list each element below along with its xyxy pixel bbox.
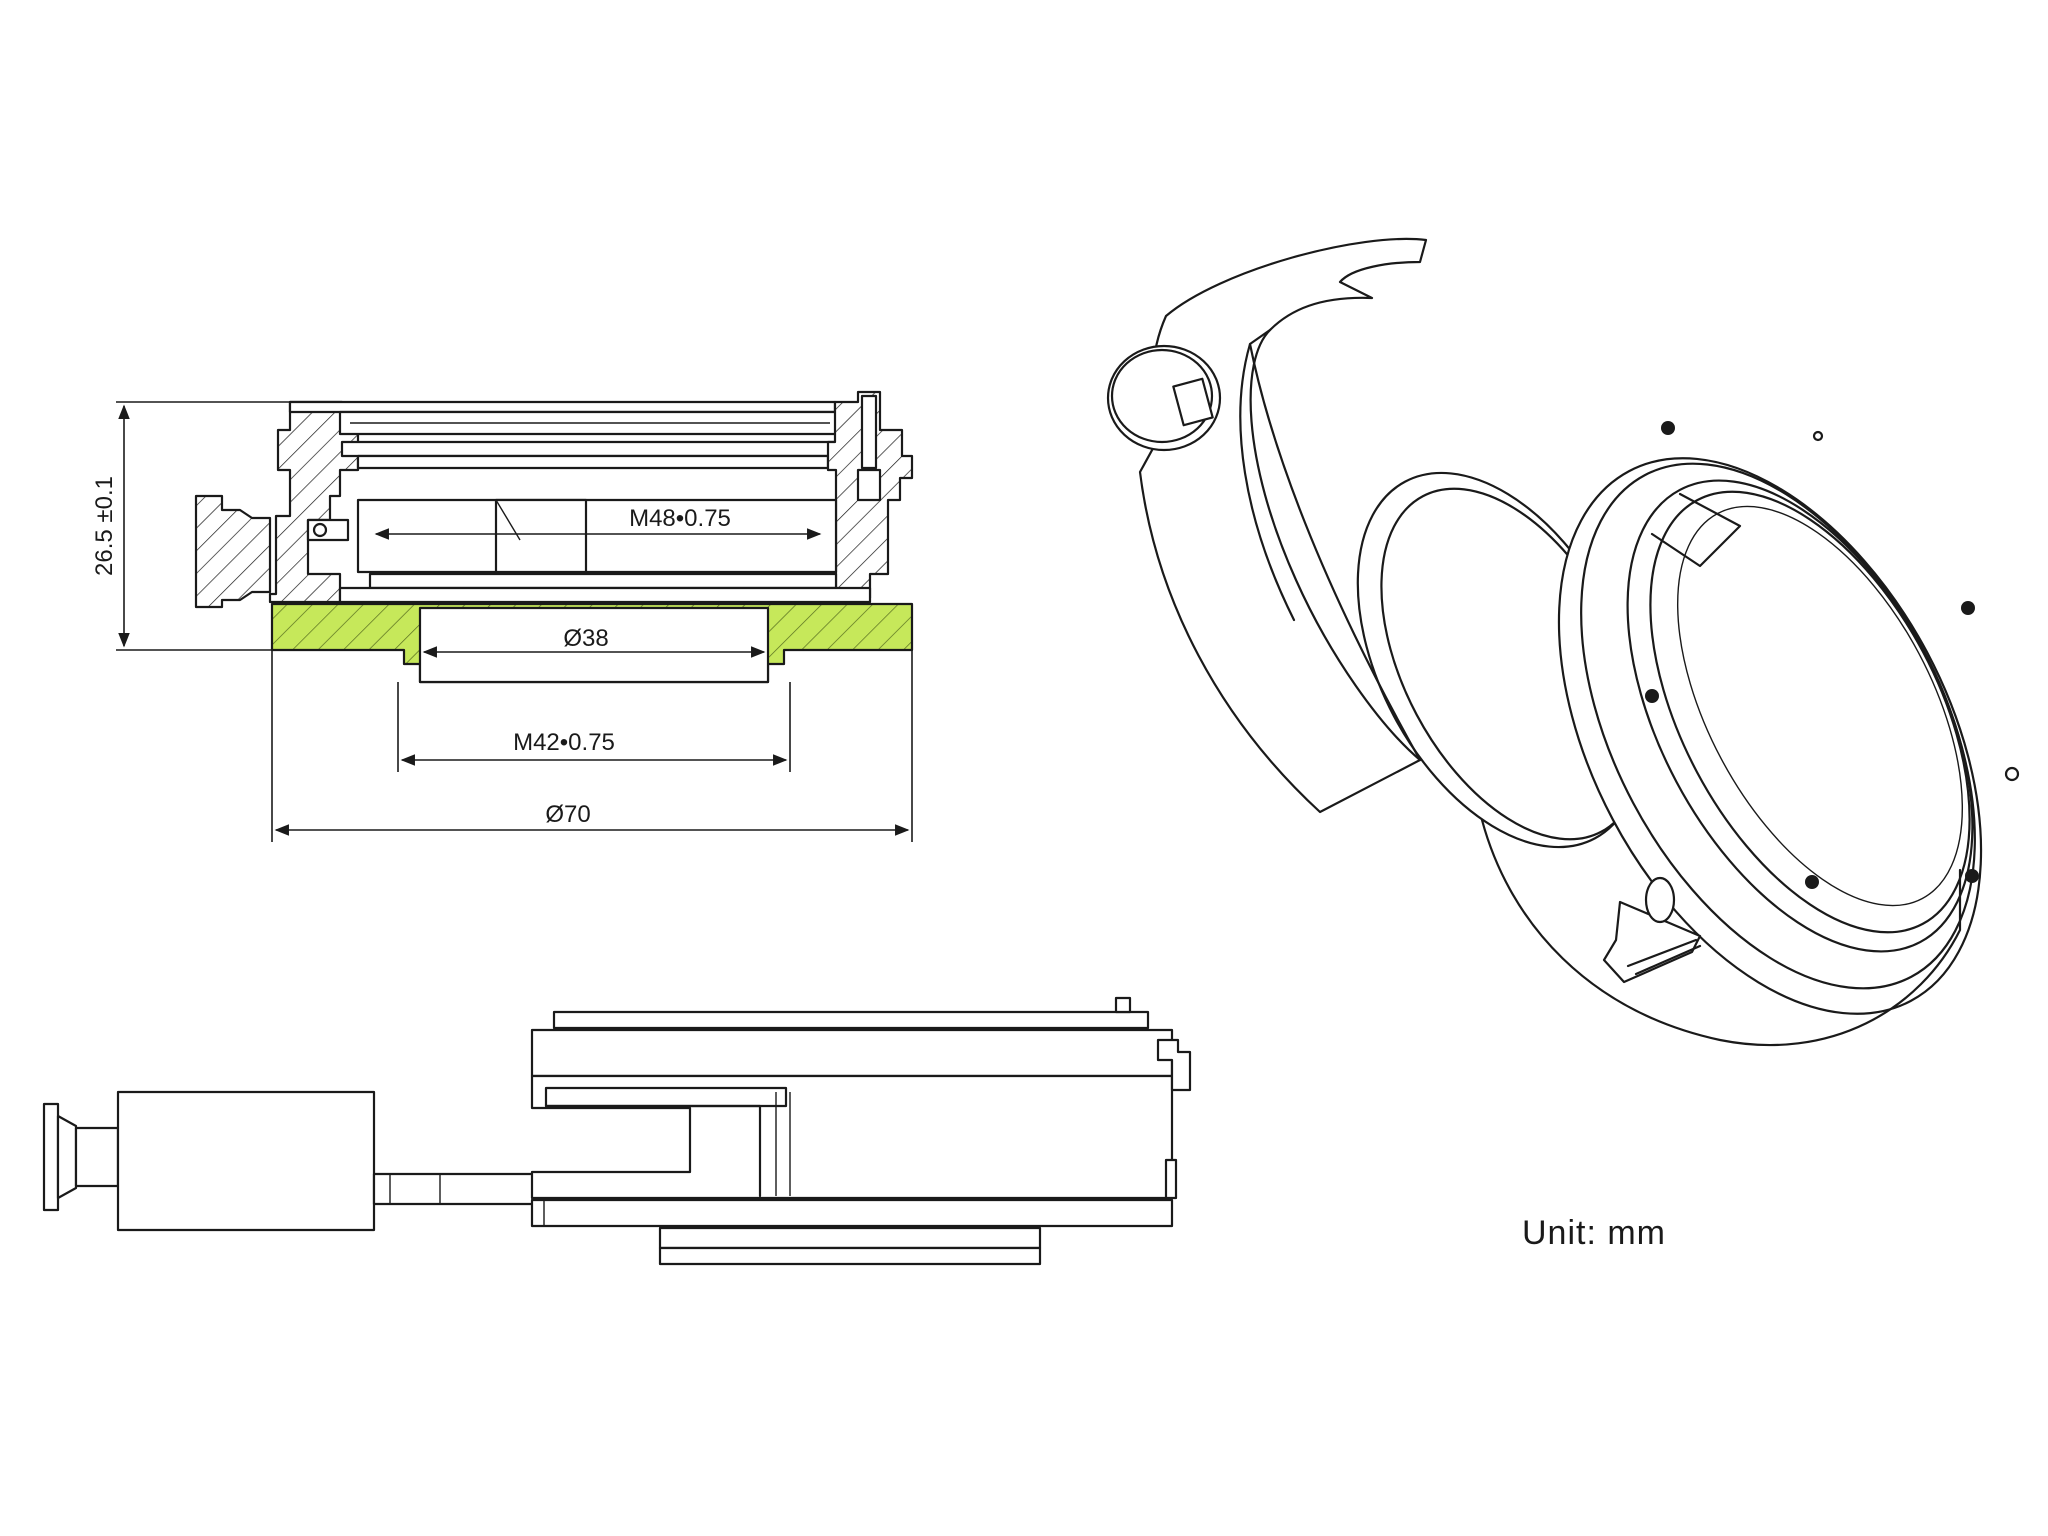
inner-diameter-label: Ø38 (563, 625, 608, 652)
unit-label: Unit: mm (1522, 1214, 1666, 1252)
thread-bottom-dimension-label: M42•0.75 (513, 729, 615, 756)
thread-top-dimension-label: M48•0.75 (629, 505, 731, 532)
outer-diameter-label: Ø70 (545, 801, 590, 828)
cross-section-view (194, 390, 914, 684)
dimension-lines (116, 401, 913, 842)
isometric-view (1106, 237, 2020, 1047)
side-view (42, 996, 1192, 1266)
height-dimension-label: 26.5 ±0.1 (91, 476, 118, 576)
